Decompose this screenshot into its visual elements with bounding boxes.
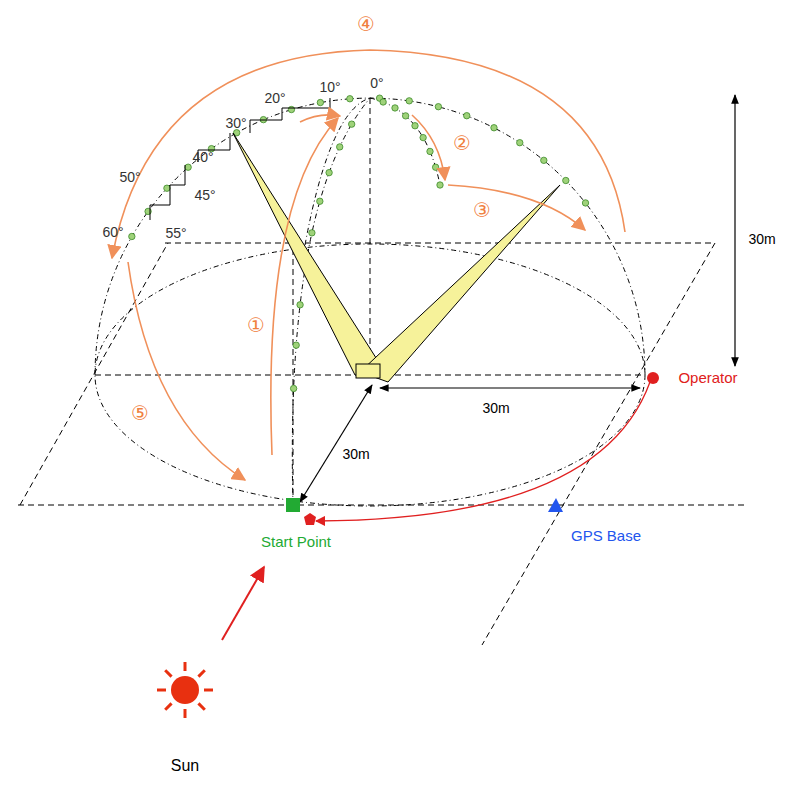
callout-number: ① [246,314,266,336]
angle-label: 60° [101,225,124,240]
ground-plane [18,98,745,645]
angle-label: 10° [318,80,341,95]
measurement-point [185,164,191,170]
angle-label: 50° [118,170,141,185]
dimension-arrow [300,95,735,502]
angle-label: 20° [263,91,286,106]
sun-ray [204,689,213,692]
measurement-point [309,230,315,236]
operator-path [316,382,650,521]
gps-base-marker [548,498,563,512]
operator-label: Operator [677,370,738,387]
measurement-point [326,169,332,175]
measurement-point [164,185,170,191]
callout-number: ④ [356,13,376,35]
angle-label: 0° [369,76,384,91]
measurement-point [129,233,135,239]
angle-steps [150,165,185,220]
sun-label: Sun [170,757,200,775]
measurement-point [464,113,470,119]
angle-label: 55° [164,226,187,241]
start-point-label: Start Point [260,534,332,551]
measurement-points [129,95,589,392]
callout-number: ③ [472,199,492,221]
sun-ray [165,670,171,676]
sun-ray [165,703,171,709]
measurement-point [337,144,343,150]
angle-label: 40° [191,150,214,165]
measurement-point [290,385,296,391]
start-marker [286,498,300,512]
gps-base-label: GPS Base [570,528,642,545]
dimension-label: 30m [747,232,776,247]
measurement-point [412,123,418,129]
sun-symbol [157,662,213,718]
measurement-point [317,99,323,105]
measurement-point [380,99,386,105]
measurement-point [491,125,497,131]
measurement-point [427,148,433,154]
operator-dot [304,513,316,525]
operator-dot [647,372,659,384]
sun-ray [157,689,166,692]
measurement-point [541,157,547,163]
measurement-point [288,106,294,112]
measurement-point [406,98,412,104]
dimension-label: 30m [481,401,510,416]
measurement-point [420,134,426,140]
angle-label: 45° [193,188,216,203]
sun-direction-arrow [222,567,264,640]
measurement-point [517,139,523,145]
measurement-point [582,200,588,206]
hemisphere-outline [95,98,645,506]
measurement-point [563,177,569,183]
measurement-point [437,182,443,188]
measurement-point [348,121,354,127]
callout-number: ⑤ [130,402,150,424]
pole-shape [233,133,560,382]
measurement-point [432,164,438,170]
measurement-point [402,113,408,119]
angle-label: 30° [224,116,247,131]
sun-ray [198,670,204,676]
sun-ray [184,662,187,671]
measurement-point [293,342,299,348]
measurement-point [317,198,323,204]
measurement-point [435,104,441,110]
flight-path-arrow [112,50,625,480]
callout-number: ② [452,132,472,154]
sun-ray [184,709,187,718]
sun-ray [198,703,204,709]
dimension-label: 30m [341,447,370,462]
measurement-point [347,96,353,102]
measurement-point [297,302,303,308]
measurement-point [392,105,398,111]
